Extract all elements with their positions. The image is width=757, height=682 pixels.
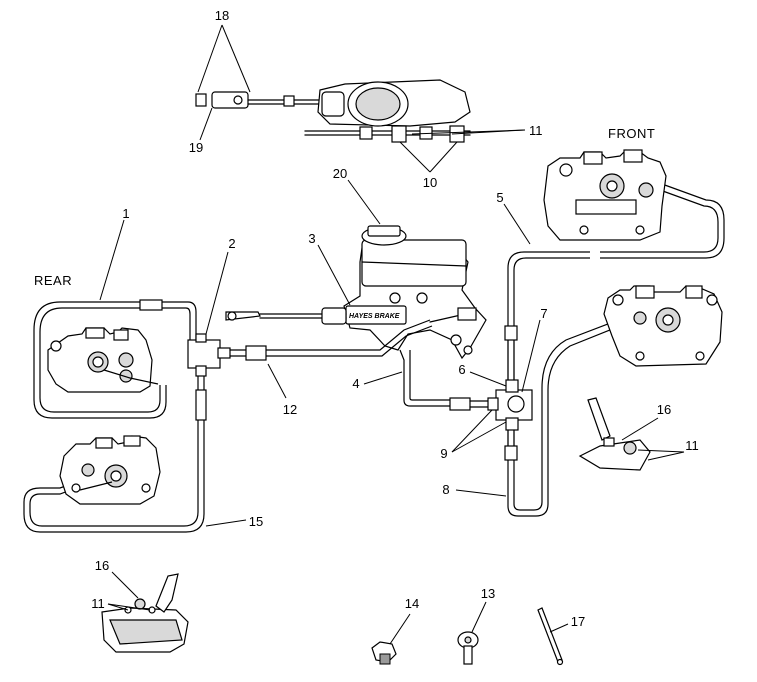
callout-13: 13 [481, 586, 495, 601]
callout-10: 10 [423, 175, 437, 190]
callout-11-right: 11 [685, 438, 699, 453]
rear-caliper-lower [59, 435, 161, 505]
callout-11-left: 11 [91, 596, 105, 611]
callout-7: 7 [540, 306, 547, 321]
reservoir [361, 239, 467, 287]
callout-16-right: 16 [657, 402, 671, 417]
clevis [211, 91, 249, 109]
callout-9: 9 [440, 446, 447, 461]
callout-5: 5 [496, 190, 503, 205]
rear-tee-2 [187, 339, 221, 369]
callout-15: 15 [249, 514, 263, 529]
callout-18: 18 [215, 8, 229, 23]
callout-4: 4 [352, 376, 359, 391]
part-13-fitting [457, 631, 479, 665]
front-label: FRONT [608, 126, 655, 141]
top-master-cylinder-assembly [195, 79, 471, 143]
callout-12: 12 [283, 402, 297, 417]
callout-11-top: 11 [529, 123, 543, 138]
part-14-clip [371, 641, 397, 665]
callout-20: 20 [333, 166, 347, 181]
callout-3: 3 [308, 231, 315, 246]
part-17-tie [537, 607, 564, 666]
callout-17: 17 [571, 614, 585, 629]
front-bleeder-detail [578, 397, 651, 471]
rear-bleeder-detail [101, 573, 189, 653]
callout-6: 6 [458, 362, 465, 377]
callout-1: 1 [122, 206, 129, 221]
clevis-pin [195, 93, 207, 107]
callout-16-left: 16 [95, 558, 109, 573]
center-master-cylinder: HAYES BRAKE [225, 225, 487, 360]
callout-2: 2 [228, 236, 235, 251]
fitting-10a [391, 125, 407, 143]
callout-19: 19 [189, 140, 203, 155]
fitting-6 [505, 379, 519, 393]
callout-8: 8 [442, 482, 449, 497]
rear-brake-lines [23, 299, 433, 533]
brand-text: HAYES BRAKE [349, 313, 400, 320]
rear-label: REAR [34, 273, 72, 288]
front-caliper-lower [603, 285, 723, 367]
clevis-hole [233, 95, 243, 105]
front-brake-lines [399, 183, 725, 517]
rear-caliper-upper [47, 327, 159, 393]
front-caliper-upper [543, 149, 667, 241]
callout-14: 14 [405, 596, 419, 611]
